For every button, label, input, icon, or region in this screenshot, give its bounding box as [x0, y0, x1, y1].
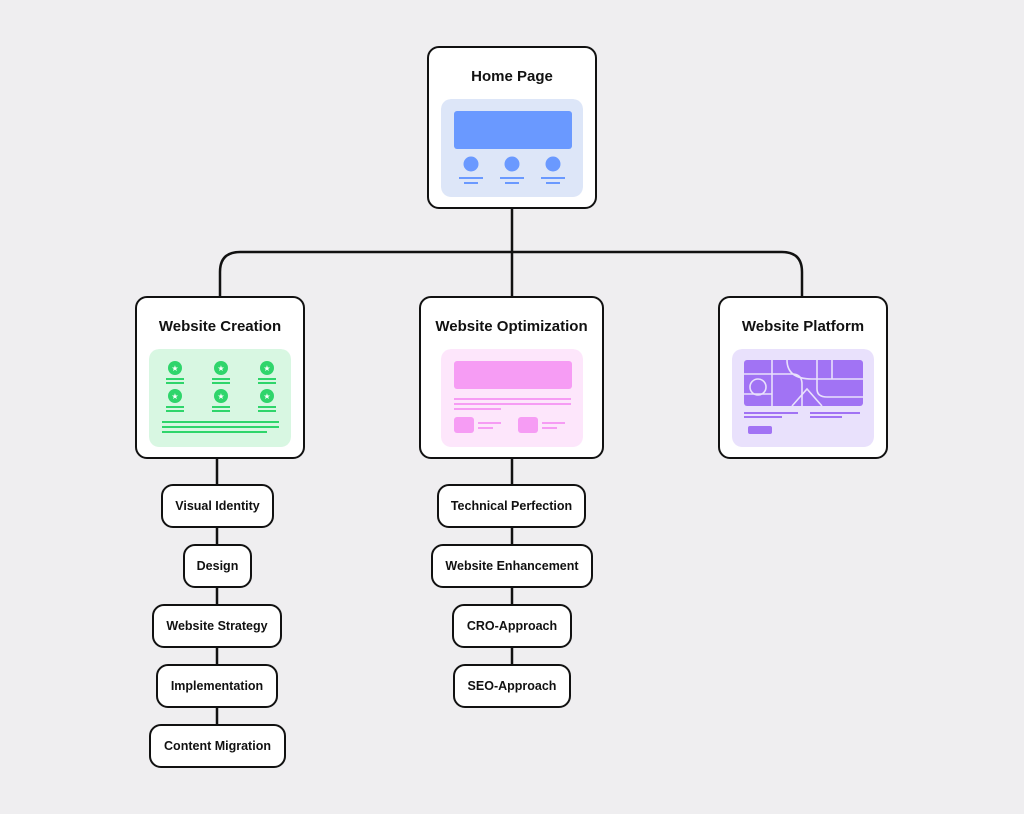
website-optimization-wireframe [441, 349, 583, 447]
svg-text:★: ★ [217, 392, 224, 401]
home-page-wireframe [441, 99, 583, 197]
svg-text:★: ★ [171, 392, 178, 401]
svg-text:★: ★ [217, 364, 224, 373]
child-cro-approach[interactable]: CRO-Approach [452, 604, 572, 648]
website-creation-wireframe: ★ ★ ★ ★ ★ ★ [149, 349, 291, 447]
svg-text:★: ★ [171, 364, 178, 373]
home-page-title: Home Page [471, 68, 553, 85]
website-platform-card[interactable]: Website Platform [718, 296, 888, 459]
home-page-card[interactable]: Home Page [427, 46, 597, 209]
child-website-enhancement[interactable]: Website Enhancement [431, 544, 593, 588]
website-platform-title: Website Platform [741, 318, 865, 335]
home-page-illustration [441, 99, 583, 197]
child-visual-identity[interactable]: Visual Identity [161, 484, 274, 528]
child-design[interactable]: Design [183, 544, 252, 588]
map-wireframe [732, 349, 874, 447]
website-creation-card[interactable]: Website Creation ★ ★ ★ ★ ★ ★ [135, 296, 305, 459]
website-platform-illustration [732, 349, 874, 447]
website-optimization-title: Website Optimization [435, 318, 588, 335]
child-seo-approach[interactable]: SEO-Approach [453, 664, 571, 708]
child-content-migration[interactable]: Content Migration [149, 724, 286, 768]
child-website-strategy[interactable]: Website Strategy [152, 604, 282, 648]
website-optimization-illustration [441, 349, 583, 447]
child-technical-perfection[interactable]: Technical Perfection [437, 484, 586, 528]
svg-text:★: ★ [263, 364, 270, 373]
website-creation-title: Website Creation [158, 318, 282, 335]
child-implementation[interactable]: Implementation [156, 664, 278, 708]
svg-text:★: ★ [263, 392, 270, 401]
website-optimization-card[interactable]: Website Optimization [419, 296, 604, 459]
website-creation-illustration: ★ ★ ★ ★ ★ ★ [149, 349, 291, 447]
